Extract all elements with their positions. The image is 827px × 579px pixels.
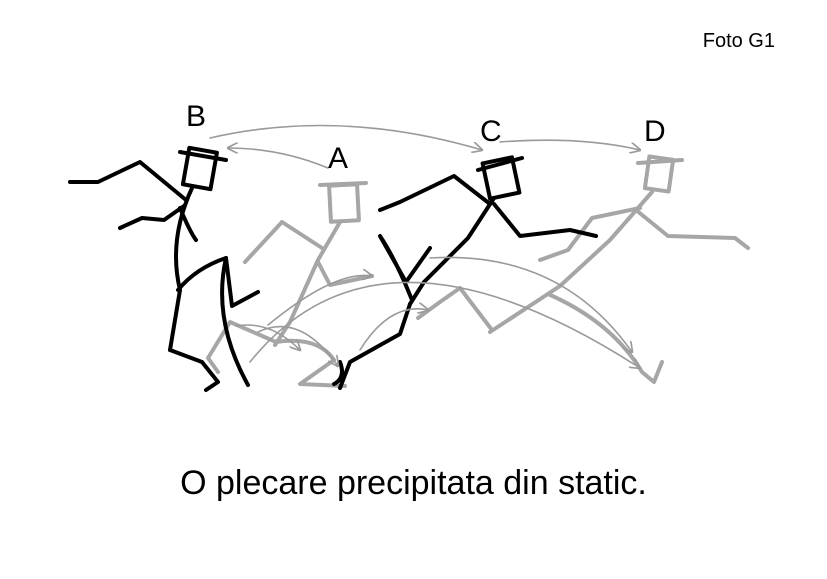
figure-a-torso <box>273 220 342 347</box>
arrow-b-hand-to-c <box>267 275 372 326</box>
figure-a-arm-back <box>243 220 324 264</box>
trajectory-arrows <box>209 124 640 369</box>
figure-a-leg-front <box>274 338 347 388</box>
figure-d <box>416 154 750 384</box>
figure-d-arm-front <box>634 208 750 250</box>
figure-d-hat-brim <box>636 158 684 165</box>
figure-b-hat-brim <box>178 150 228 162</box>
caption: O plecare precipitata din static. <box>180 464 647 502</box>
figure-b-leg-front <box>176 256 260 308</box>
figure-c-arm-front <box>492 202 598 238</box>
figure-b <box>68 145 260 392</box>
figure-c <box>332 155 598 390</box>
arrow-a-to-b <box>228 148 329 169</box>
figure-d-head <box>642 154 676 194</box>
figure-b-arm-front <box>118 204 186 230</box>
arrow-b-foot-to-d <box>249 281 640 368</box>
figure-a-leg-back <box>206 320 278 374</box>
figure-c-torso <box>408 196 496 306</box>
arrow-a-hip <box>235 324 300 350</box>
figure-b-arm-back <box>68 160 188 202</box>
figure-d-leg-front <box>546 292 664 384</box>
arrow-b-to-c <box>209 124 482 151</box>
arrow-c-foot-to-d <box>359 309 428 351</box>
figure-b-head <box>180 145 219 192</box>
label-b: B <box>186 100 206 133</box>
label-a: A <box>328 142 348 175</box>
arrow-a-foot-to-c <box>257 325 338 366</box>
figure-a-head <box>327 182 361 224</box>
figure-c-leg-back <box>338 302 412 390</box>
arrow-c-hip-to-d <box>429 256 632 352</box>
figure-c-foot <box>332 360 344 386</box>
arrow-c-to-d <box>499 139 640 150</box>
figure-c-hat-brim <box>476 156 524 172</box>
label-c: C <box>480 115 502 148</box>
photo-id: Foto G1 <box>702 30 775 52</box>
figure-d-leg-back <box>416 286 494 332</box>
figure-a-hat-brim <box>318 181 368 187</box>
figure-a-arm-front <box>316 260 374 287</box>
figure-d-torso <box>488 190 654 334</box>
figure-b-foot <box>220 256 250 387</box>
label-d: D <box>644 115 666 148</box>
figure-c-arm-back <box>378 174 492 212</box>
figure-b-chest-curve <box>178 206 198 242</box>
figure-c-leg-front <box>378 234 432 302</box>
figure-b-leg-back <box>168 348 220 392</box>
figure-c-head <box>480 155 522 201</box>
